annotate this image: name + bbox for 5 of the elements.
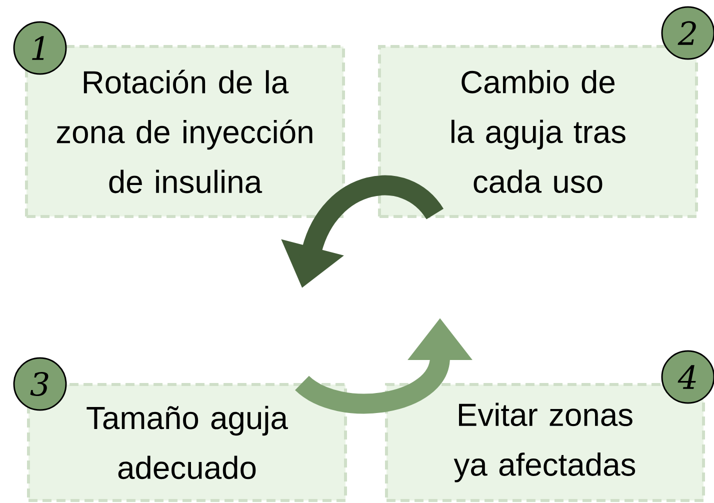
text-box: Cambio de la aguja tras cada uso bbox=[378, 45, 698, 218]
number-badge: 1 bbox=[13, 21, 67, 75]
number-badge: 3 bbox=[13, 357, 67, 411]
number-badge: 4 bbox=[661, 350, 714, 404]
number-badge: 2 bbox=[661, 6, 714, 60]
